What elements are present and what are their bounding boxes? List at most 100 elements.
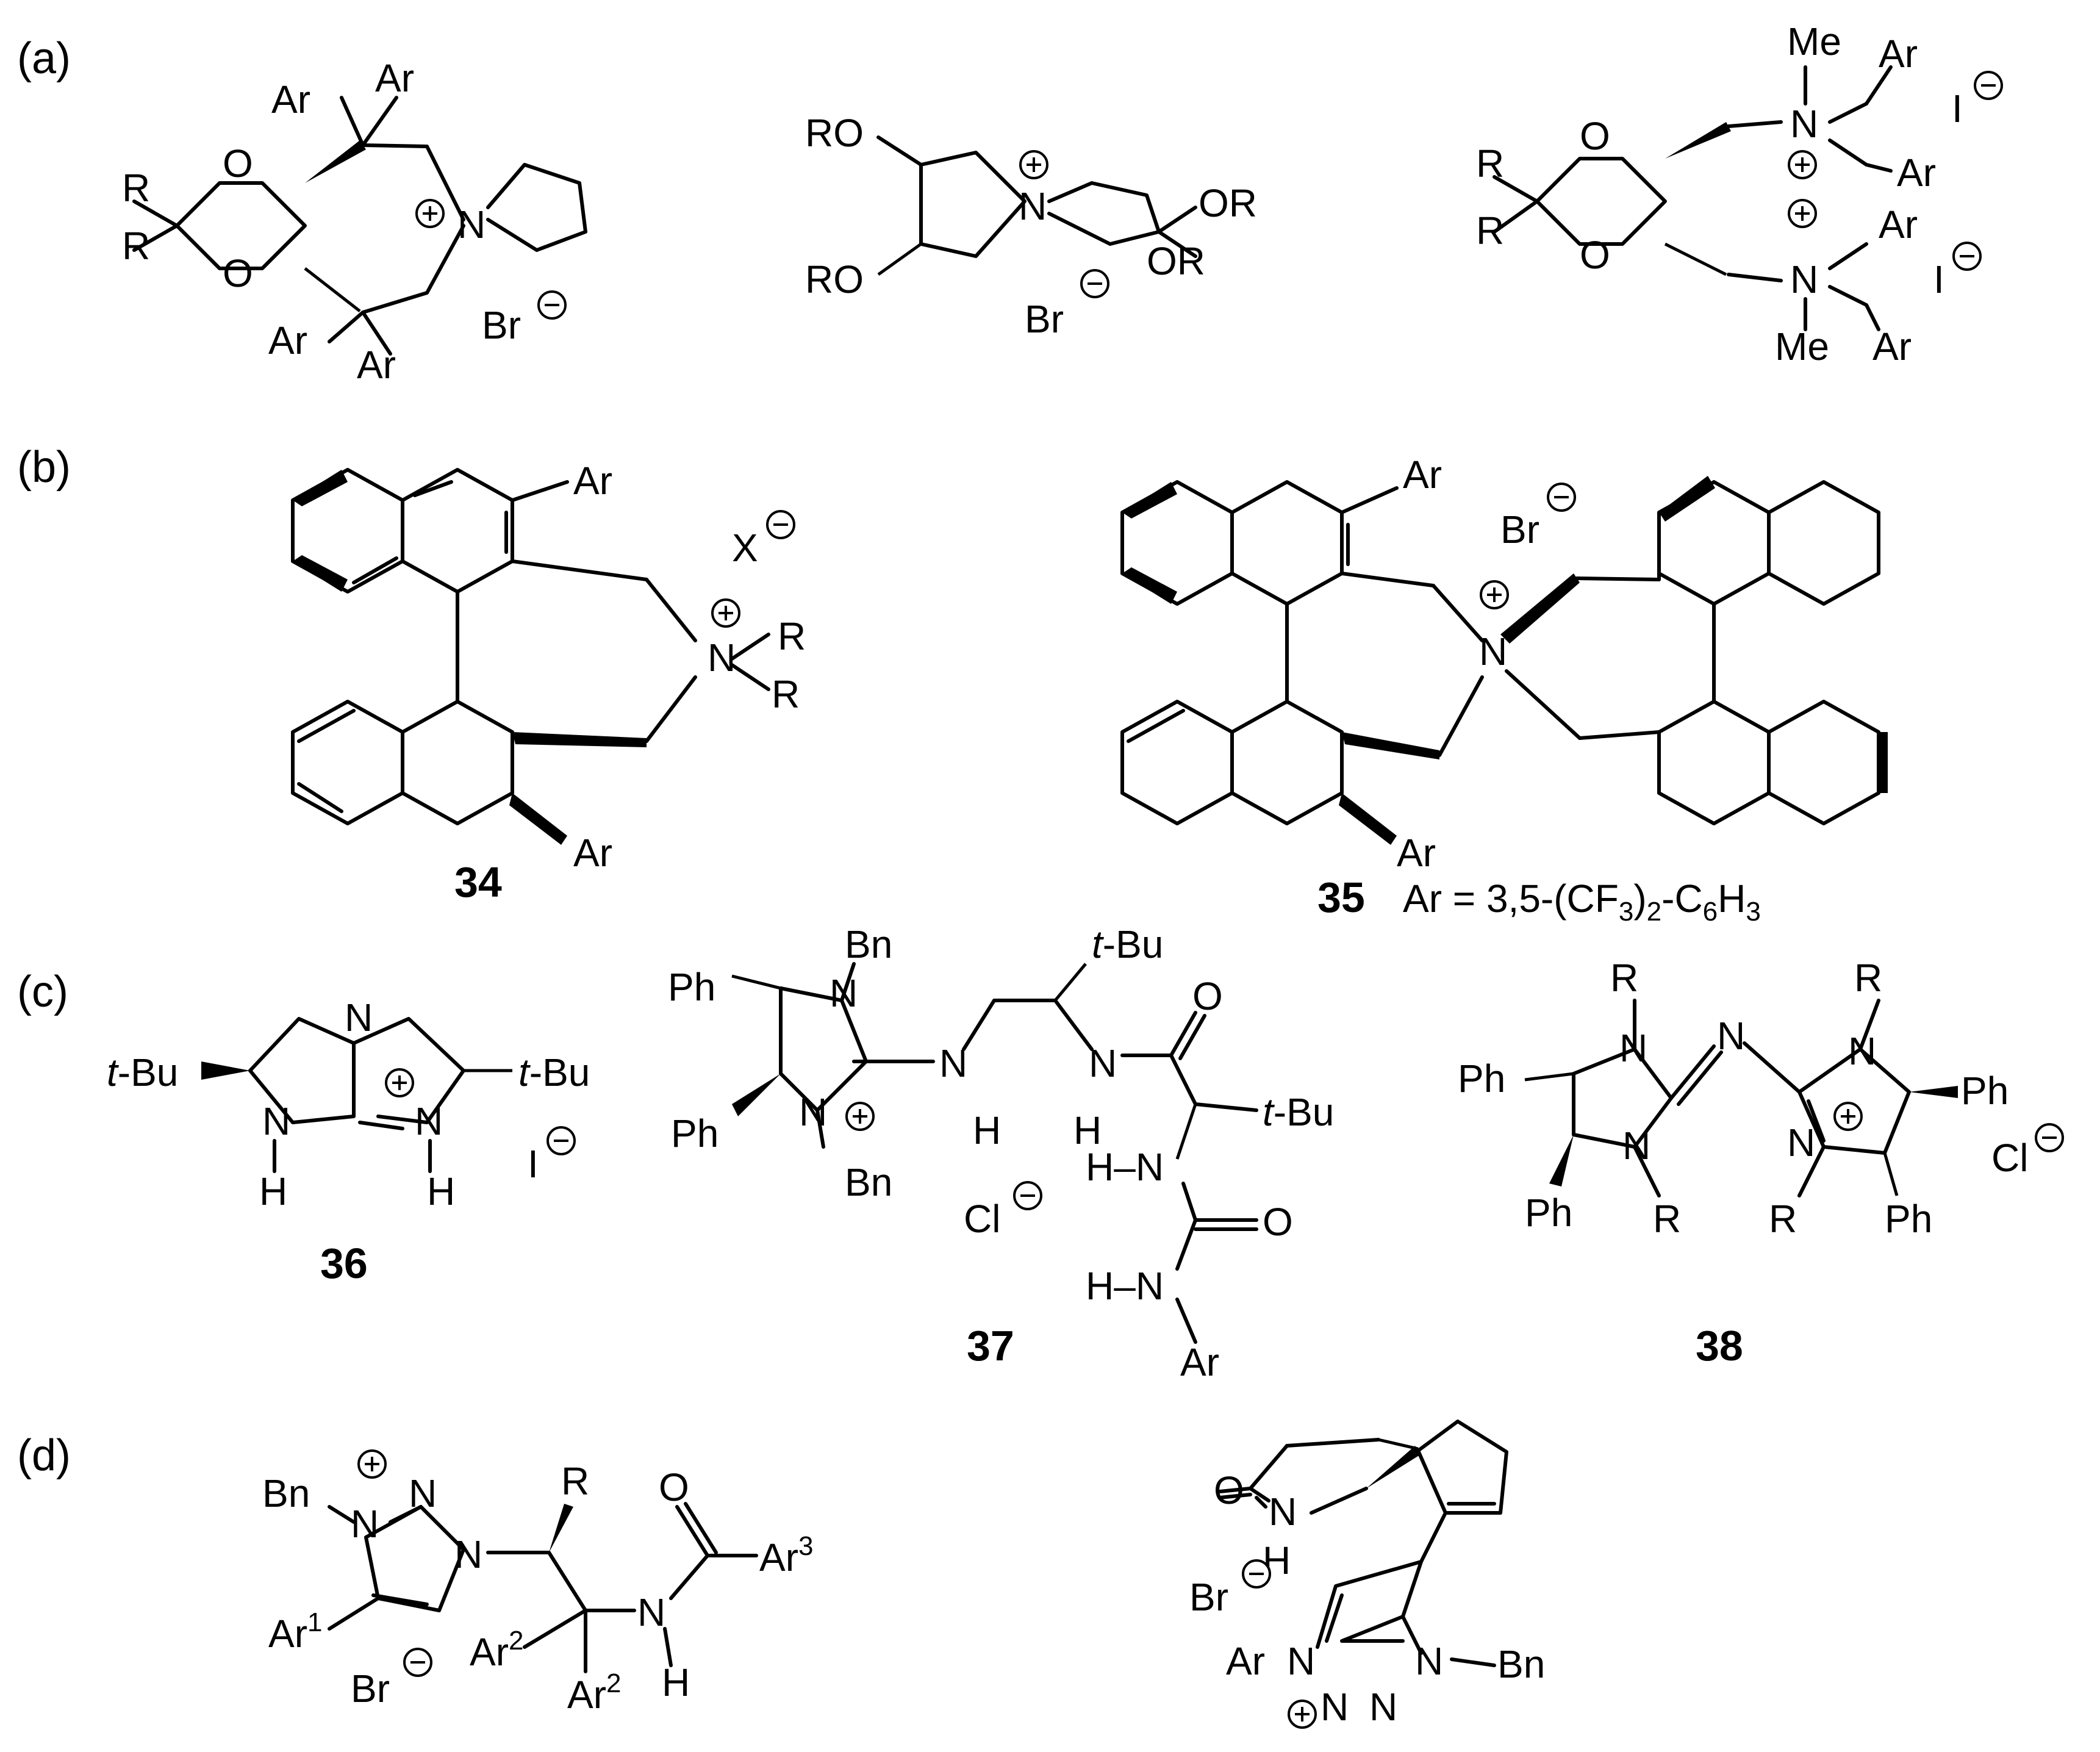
label-N: N <box>409 1471 437 1515</box>
label-N: N <box>1479 630 1507 673</box>
label-N: N <box>799 1090 827 1134</box>
label-R: R <box>1610 956 1638 1000</box>
positive-charge-icon <box>1288 1700 1317 1729</box>
label-Ph: Ph <box>1525 1191 1572 1235</box>
label-Me: Me <box>1787 20 1841 63</box>
label-HN: H–N <box>1086 1264 1164 1308</box>
label-HN: H–N <box>1086 1145 1164 1189</box>
negative-charge-icon <box>537 290 567 320</box>
label-N: N <box>262 1099 290 1143</box>
structure-34: Ar Ar N R R X 34 <box>291 459 806 906</box>
label-I: I <box>1952 87 1963 131</box>
label-R: R <box>561 1459 589 1503</box>
label-N: N <box>830 971 858 1015</box>
structure-d2: O N H Br N N N N Bn Ar <box>1189 1420 1545 1729</box>
label-N: N <box>415 1099 443 1143</box>
label-N: N <box>457 203 486 246</box>
label-O: O <box>223 142 253 185</box>
label-Ar: Ar <box>573 459 612 503</box>
label-Bn: Bn <box>845 922 892 966</box>
label-t-Bu: t-Bu <box>107 1050 178 1094</box>
label-Br: Br <box>1189 1575 1228 1619</box>
label-N: N <box>1269 1490 1297 1534</box>
label-Ar: Ar <box>1879 32 1918 76</box>
label-R: R <box>772 672 800 716</box>
negative-charge-icon <box>547 1126 576 1155</box>
structure-35: Ar Ar N Br 35 Ar = 3,5-(CF3)2-C6H3 <box>1120 453 1888 927</box>
label-N: N <box>939 1041 967 1085</box>
panel-label-a: (a) <box>17 34 71 83</box>
negative-charge-icon <box>1080 269 1109 298</box>
negative-charge-icon <box>1547 483 1576 512</box>
label-t-Bu: t-Bu <box>518 1050 590 1094</box>
label-Ar: Ar <box>1403 453 1442 497</box>
positive-charge-icon <box>1480 580 1509 609</box>
label-Me: Me <box>1775 325 1829 368</box>
label-R: R <box>1476 209 1504 253</box>
compound-number-38: 38 <box>1696 1322 1743 1370</box>
positive-charge-icon <box>415 199 445 228</box>
label-H: H <box>1073 1108 1102 1152</box>
label-Ar: Ar <box>1897 151 1936 195</box>
label-N: N <box>345 996 373 1039</box>
label-O: O <box>1580 233 1610 277</box>
label-R: R <box>1653 1197 1681 1241</box>
label-X: X <box>732 526 758 570</box>
label-I: I <box>528 1142 539 1186</box>
label-Cl: Cl <box>964 1197 1000 1241</box>
positive-charge-icon <box>1788 150 1817 179</box>
label-I: I <box>1933 257 1944 301</box>
label-Ar: Ar <box>357 343 396 387</box>
label-N: N <box>1717 1014 1745 1058</box>
label-O: O <box>223 251 253 295</box>
label-Ph: Ph <box>1885 1197 1932 1241</box>
label-Ph: Ph <box>671 1111 719 1155</box>
label-Ar2: Ar2 <box>567 1668 621 1717</box>
label-Bn: Bn <box>845 1160 892 1204</box>
label-Cl: Cl <box>1991 1136 2028 1180</box>
label-Ar: Ar <box>573 831 612 875</box>
label-Ar: Ar <box>268 318 307 362</box>
label-H: H <box>259 1169 287 1213</box>
label-N: N <box>351 1502 379 1546</box>
label-Ar3: Ar3 <box>759 1531 813 1579</box>
label-Ar2: Ar2 <box>470 1626 523 1674</box>
structure-d1: Bn N N N Ar1 R Ar2 Ar2 N H O Ar3 Br <box>262 1449 813 1717</box>
label-N: N <box>1787 1121 1815 1165</box>
label-Ar: Ar <box>1180 1340 1219 1384</box>
label-Br: Br <box>1025 297 1064 341</box>
label-Br: Br <box>1500 508 1539 551</box>
label-N: N <box>1790 257 1818 301</box>
label-R: R <box>1854 956 1882 1000</box>
label-O: O <box>1214 1468 1244 1512</box>
label-N: N <box>454 1532 482 1576</box>
positive-charge-icon <box>845 1102 875 1131</box>
label-Ar: Ar <box>271 77 310 121</box>
label-N: N <box>637 1590 665 1634</box>
negative-charge-icon <box>1974 71 2003 100</box>
label-O: O <box>1263 1200 1293 1244</box>
label-OR: OR <box>1147 239 1205 283</box>
label-N: N <box>1848 1029 1876 1073</box>
positive-charge-icon <box>385 1068 414 1097</box>
label-R: R <box>122 166 150 210</box>
label-N: N <box>1622 1124 1650 1168</box>
label-H: H <box>427 1169 455 1213</box>
compound-number-34: 34 <box>454 858 502 906</box>
negative-charge-icon <box>1013 1181 1042 1210</box>
label-N: N <box>1790 102 1818 146</box>
label-Br: Br <box>351 1667 390 1711</box>
positive-charge-icon <box>711 598 740 628</box>
label-N: N <box>1019 184 1047 228</box>
label-H: H <box>662 1660 690 1704</box>
compound-number-36: 36 <box>320 1240 368 1287</box>
panel-label-d: (d) <box>17 1431 71 1480</box>
structure-38: R N Ph N Ph R N R N Ph N R Ph Cl 38 <box>1458 956 2064 1370</box>
aryl-definition: Ar = 3,5-(CF3)2-C6H3 <box>1403 877 1761 927</box>
label-O: O <box>1192 974 1223 1018</box>
label-O: O <box>1580 114 1610 158</box>
structure-a3: R R O O Me N Ar Ar I N Ar Ar Me I <box>1476 20 2003 368</box>
positive-charge-icon <box>1833 1102 1863 1131</box>
label-Ar1: Ar1 <box>268 1607 322 1656</box>
structure-a2: RO RO N OR OR Br <box>805 111 1257 341</box>
